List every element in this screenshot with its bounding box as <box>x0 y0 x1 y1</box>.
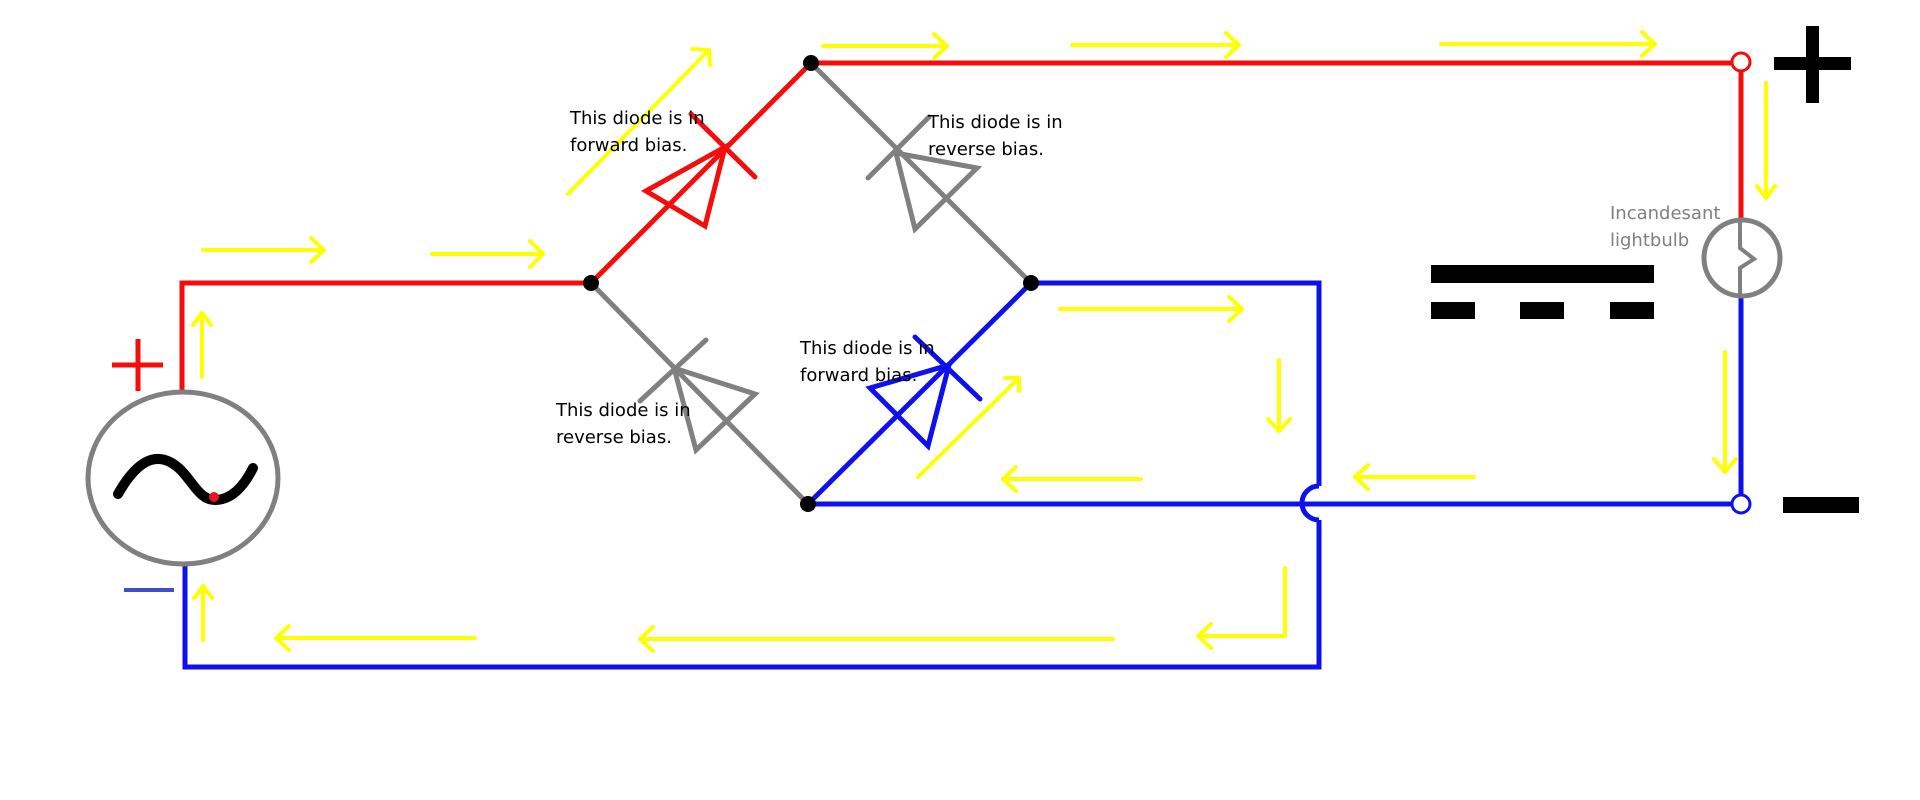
diode-bottom-left <box>637 337 760 455</box>
node-top <box>803 55 819 71</box>
arrow-top-3 <box>1439 30 1657 58</box>
output-minus-sign <box>1783 497 1859 513</box>
wire-right-node-return <box>1031 280 1322 486</box>
arrow-right-down <box>1266 358 1292 433</box>
source-plus-sign <box>112 339 163 391</box>
wire-left-to-bottom-gray <box>589 281 810 506</box>
wire-return-to-source <box>182 520 1322 670</box>
arrow-return-mid <box>1001 465 1143 493</box>
label-diode-bottom-right: This diode is in forward bias. <box>799 338 940 386</box>
terminal-output-positive <box>1730 51 1752 73</box>
node-left <box>583 275 599 291</box>
arrow-bottom-2 <box>274 624 477 652</box>
arrow-bottom-corner <box>1196 566 1287 650</box>
node-bottom <box>800 496 816 512</box>
arrow-top-1 <box>821 32 949 60</box>
label-diode-top-right: This diode is in reverse bias. <box>927 112 1068 160</box>
arrow-bottom-1 <box>638 625 1115 653</box>
ac-source <box>85 389 281 567</box>
arrow-diagonal-top-left <box>566 47 712 196</box>
label-lightbulb: Incandesant lightbulb <box>1610 203 1726 251</box>
arrow-right-node <box>1058 295 1244 323</box>
arrow-diagonal-bottom-right <box>916 376 1021 479</box>
nodes <box>583 51 1752 515</box>
arrow-input-2 <box>430 239 545 269</box>
diode-top-left <box>640 111 758 230</box>
wire-left-to-top-red <box>589 61 813 285</box>
wire-source-positive <box>179 280 591 392</box>
arrow-top-2 <box>1070 31 1241 59</box>
label-diode-top-left: This diode is in forward bias. <box>569 108 710 156</box>
wires <box>179 60 1744 670</box>
diode-top-right <box>865 114 983 234</box>
arrow-lamp-down-1 <box>1755 81 1777 200</box>
label-diode-bottom-left: This diode is in reverse bias. <box>555 400 696 448</box>
ac-sine-icon <box>113 453 258 506</box>
diode-bottom-right <box>865 334 983 451</box>
node-right <box>1023 275 1039 291</box>
arrow-source-bottom-up <box>192 584 214 642</box>
terminal-output-negative <box>1730 493 1752 515</box>
lightbulb-icon <box>1701 217 1783 299</box>
dc-symbol-icon <box>1431 265 1654 319</box>
arrow-input-1 <box>201 236 326 264</box>
output-plus-sign <box>1774 26 1851 103</box>
current-arrows <box>191 30 1777 653</box>
arrow-lamp-down-2 <box>1712 350 1738 474</box>
arrow-source-up <box>191 311 213 379</box>
wire-top-to-right-gray <box>809 61 1033 285</box>
arrow-return-right <box>1353 463 1476 491</box>
wire-bottom-to-right-blue <box>806 281 1033 506</box>
